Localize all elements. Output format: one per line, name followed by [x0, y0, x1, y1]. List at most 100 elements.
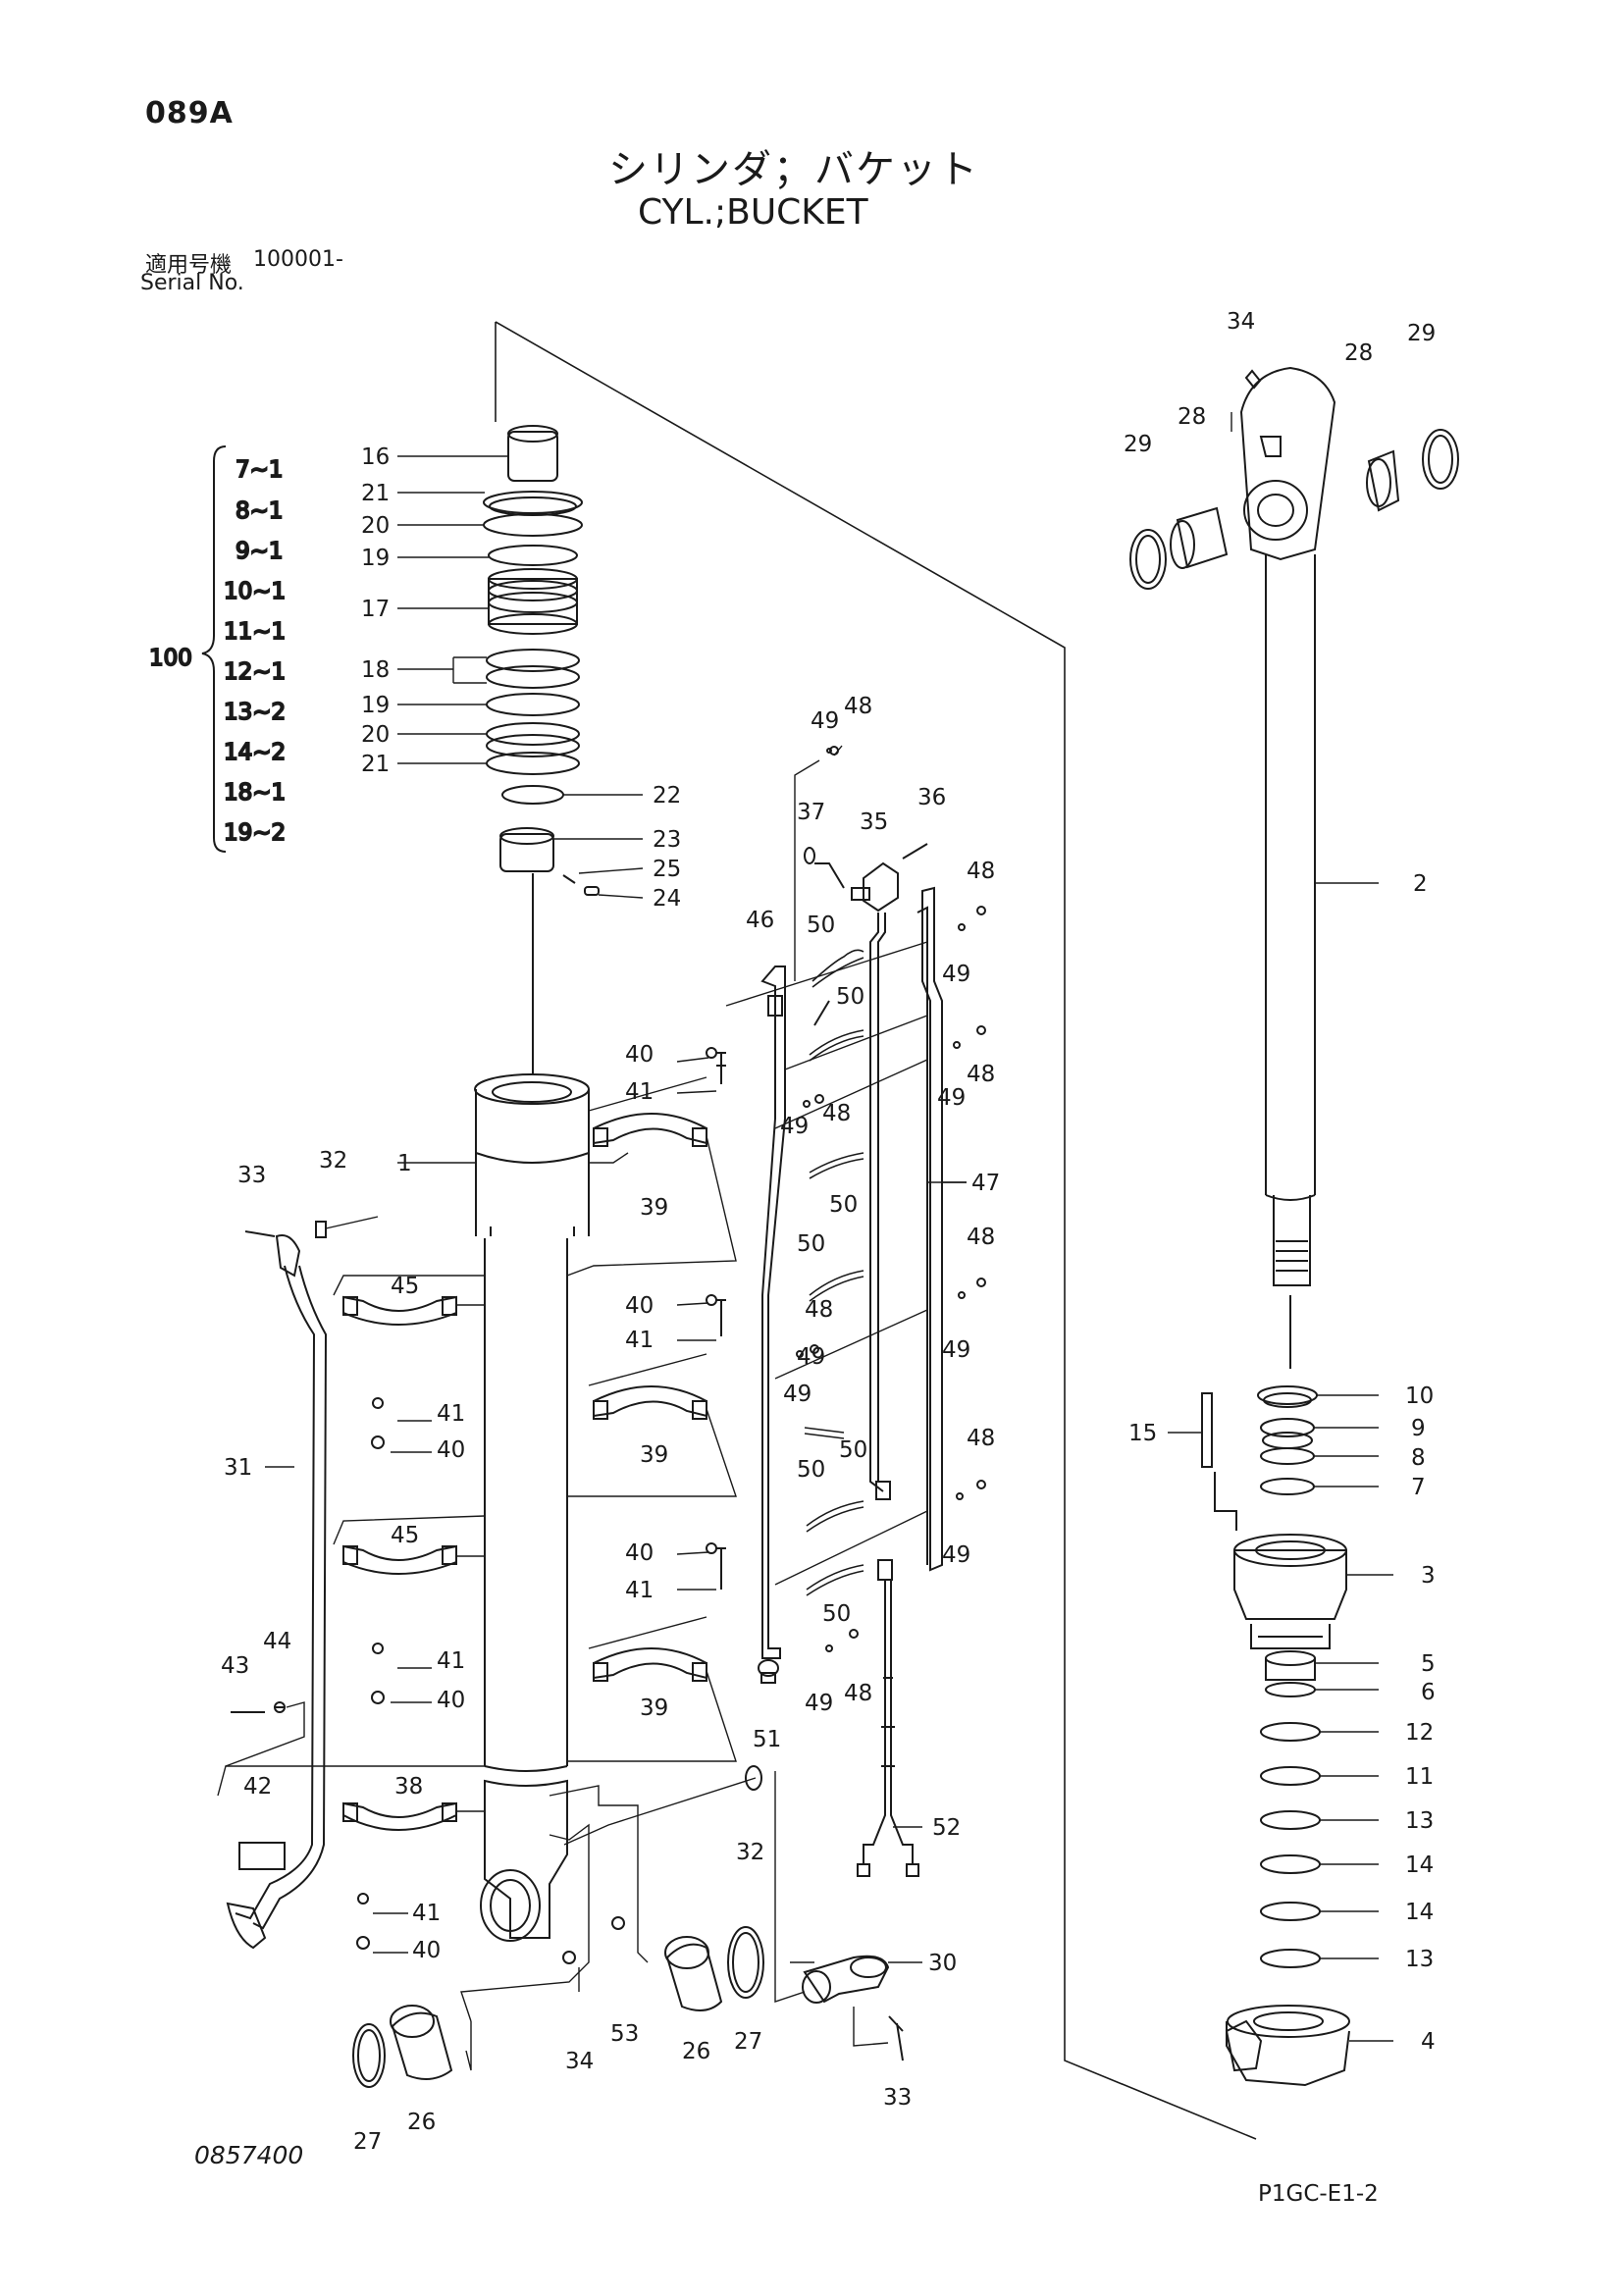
serial-number-value: 100001-: [253, 247, 343, 272]
callout-label: 48: [805, 1297, 833, 1323]
callout-label: 25: [653, 857, 681, 882]
piston-rod: [1239, 366, 1336, 1369]
callout-label: 42: [243, 1774, 272, 1800]
callout-label: 50: [797, 1457, 825, 1483]
callout-label: 19: [361, 693, 390, 718]
callout-label: 48: [844, 694, 872, 719]
callout-label: 47: [971, 1171, 1000, 1196]
callout-label: 41: [625, 1079, 654, 1105]
serial-label-japanese: 適用号機: [145, 253, 233, 278]
sensor-brackets: [760, 886, 943, 1659]
rod-bushings: [1129, 369, 1459, 590]
callout-label: 6: [1421, 1680, 1436, 1705]
callout-label: 20: [361, 513, 390, 539]
callout-label: 48: [967, 1225, 995, 1250]
callout-label: 40: [625, 1042, 654, 1068]
callout-label: 39: [640, 1195, 668, 1221]
callout-label: 39: [640, 1696, 668, 1721]
callout-label: 41: [625, 1578, 654, 1603]
assembly-boundary: [495, 321, 1257, 2140]
kit-item: 11~1: [224, 619, 286, 645]
callout-label: 3: [1421, 1563, 1436, 1589]
kit-item-list: 7~1 8~1 9~1 10~1 11~1 12~1 13~2 14~2 18~…: [223, 456, 287, 847]
callout-label: 50: [839, 1437, 867, 1463]
callout-label: 40: [412, 1938, 441, 1963]
callout-label: 49: [783, 1382, 812, 1407]
kit-item: 12~1: [224, 659, 286, 685]
drawing-number: 0857400: [194, 2141, 304, 2169]
callout-label: 12: [1405, 1720, 1434, 1746]
callout-label: 41: [625, 1328, 654, 1353]
callout-label: 43: [221, 1653, 249, 1679]
callout-label: 34: [565, 2049, 594, 2074]
callout-label: 4: [1421, 2029, 1436, 2055]
callout-label: 30: [928, 1951, 957, 1976]
callout-label: 48: [967, 859, 995, 884]
callout-label: 39: [640, 1442, 668, 1468]
clamp-bolts: [356, 1047, 726, 1950]
callout-label: 49: [942, 1337, 970, 1363]
gland-seal-stack: [483, 425, 600, 1074]
callout-label: 2: [1413, 871, 1428, 897]
callout-label: 49: [811, 708, 839, 734]
callout-label: 45: [391, 1523, 419, 1548]
callout-label: 50: [836, 984, 864, 1010]
callout-label: 38: [394, 1774, 423, 1800]
callout-label: 50: [822, 1601, 851, 1627]
kit-brace: [201, 445, 227, 853]
callout-label: 16: [361, 444, 390, 470]
callout-label: 50: [807, 913, 835, 938]
callout-label: 49: [937, 1085, 966, 1111]
callout-label: 26: [682, 2039, 710, 2064]
callout-label: 40: [437, 1437, 465, 1463]
serial-label-english: Serial No.: [140, 271, 244, 295]
kit-item: 18~1: [224, 780, 286, 806]
pipe-clamps: [342, 1113, 707, 1831]
callout-label: 37: [797, 800, 825, 825]
title-japanese: シリンダ；バケット: [608, 147, 979, 192]
callout-label: 33: [883, 2085, 912, 2111]
callout-label: 45: [391, 1274, 419, 1299]
callout-label: 21: [361, 752, 390, 777]
callout-label: 14: [1405, 1852, 1434, 1878]
kit-item: 13~2: [224, 700, 286, 725]
stroke-sensor: [804, 843, 928, 913]
callout-label: 52: [932, 1815, 961, 1841]
callout-label: 28: [1178, 404, 1206, 430]
callout-label: 9: [1411, 1416, 1426, 1441]
pin-bushings: [352, 1659, 904, 2088]
callout-label: 49: [797, 1344, 825, 1370]
callout-label: 22: [653, 783, 681, 809]
callout-label: 19: [361, 546, 390, 571]
cable-ties: [804, 949, 864, 1596]
callout-label: 50: [829, 1192, 858, 1218]
callout-label: 32: [736, 1840, 764, 1865]
callout-label: 32: [319, 1148, 347, 1174]
callout-label: 49: [805, 1691, 833, 1716]
kit-item: 9~1: [236, 539, 284, 564]
callout-label: 33: [237, 1163, 266, 1188]
callout-label: 31: [224, 1455, 252, 1481]
callout-label: 40: [437, 1688, 465, 1713]
title-english: CYL.;BUCKET: [638, 192, 868, 233]
bracket-bolts: [796, 746, 986, 1652]
callout-label: 53: [610, 2021, 639, 2047]
callout-label: 8: [1411, 1445, 1426, 1471]
sheet-code: P1GC-E1-2: [1258, 2181, 1379, 2207]
callout-label: 1: [397, 1151, 412, 1176]
kit-item: 10~1: [224, 579, 286, 604]
callout-label: 18: [361, 657, 390, 683]
cylinder-head-parts: [1201, 1385, 1350, 2087]
callout-label: 5: [1421, 1651, 1436, 1677]
kit-item: 7~1: [236, 457, 284, 483]
head-part-leaders: [1168, 1394, 1393, 2042]
callout-label: 34: [1227, 309, 1255, 335]
callout-label: 7: [1411, 1475, 1426, 1500]
callout-label: 17: [361, 597, 390, 622]
callout-label: 27: [734, 2029, 762, 2055]
bracket-mount-lines: [725, 759, 967, 1586]
callout-label: 13: [1405, 1947, 1434, 1972]
sensor-harness: [857, 913, 919, 1877]
callout-label: 21: [361, 481, 390, 506]
callout-label: 48: [822, 1101, 851, 1126]
